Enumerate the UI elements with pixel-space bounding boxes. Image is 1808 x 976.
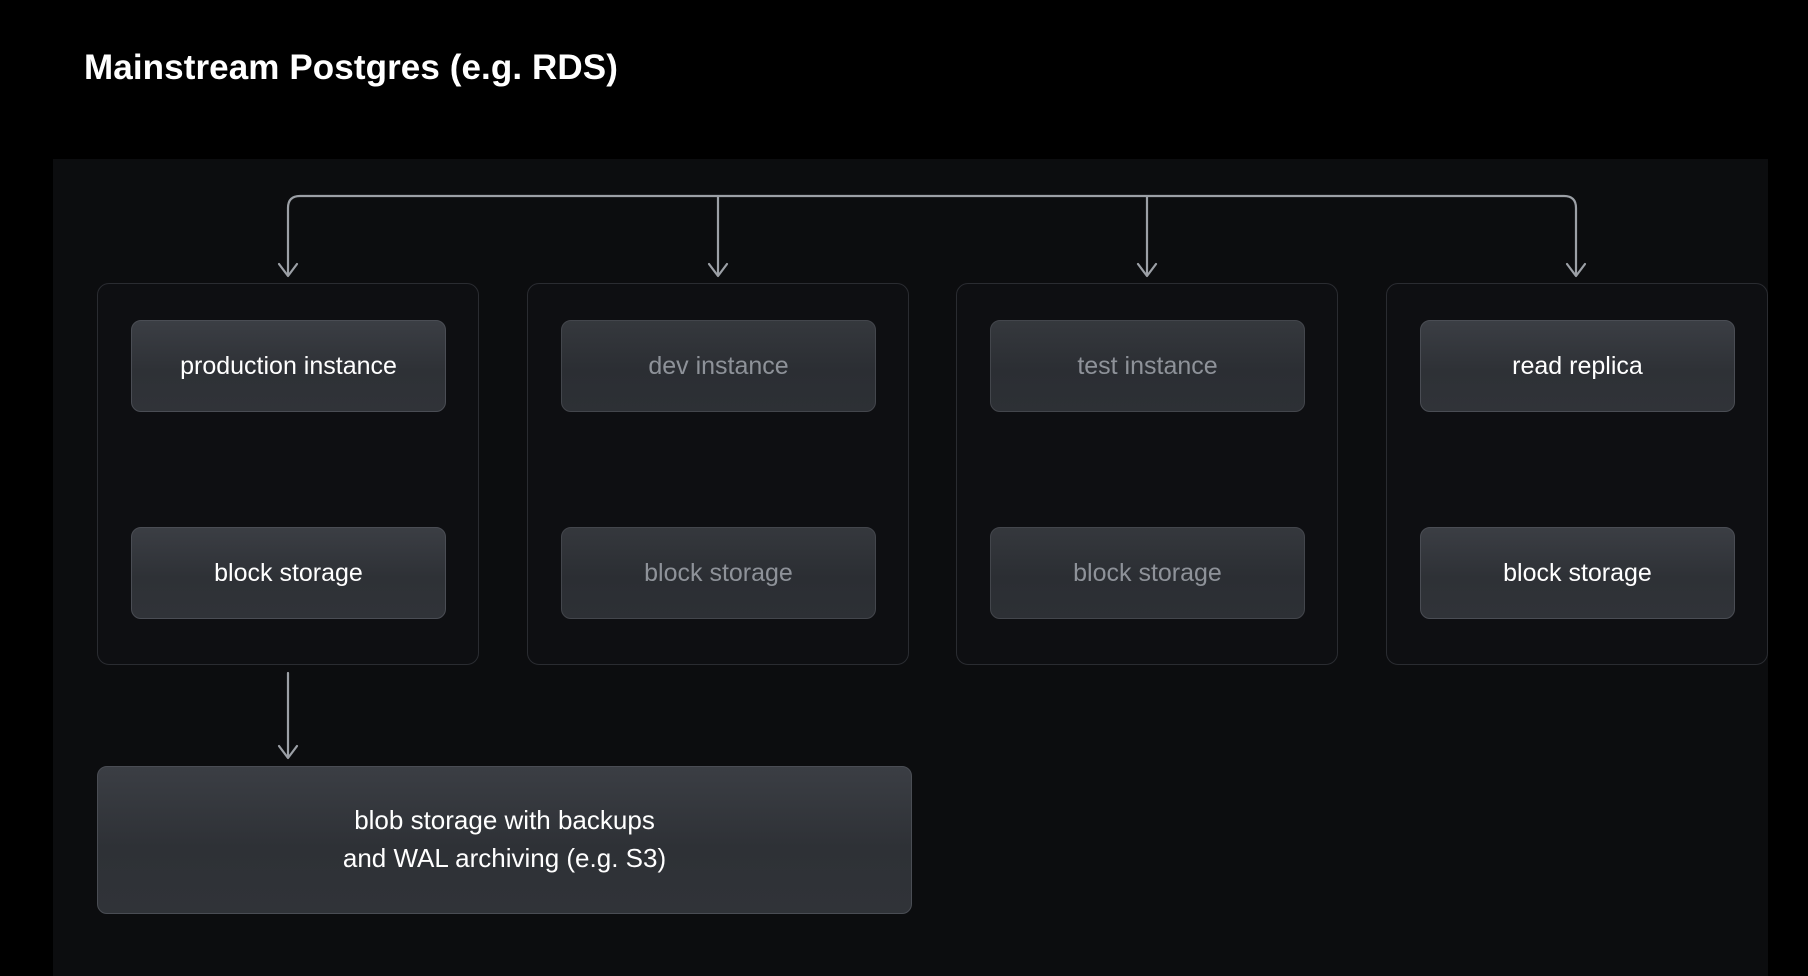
node-read-replica: read replica [1420,320,1735,412]
node-blob-storage: blob storage with backups and WAL archiv… [97,766,912,914]
node-dev-instance: dev instance [561,320,876,412]
node-dev-block-storage: block storage [561,527,876,619]
blob-storage-line-2: and WAL archiving (e.g. S3) [342,843,667,873]
node-production-block-storage: block storage [131,527,446,619]
node-test-block-storage: block storage [990,527,1305,619]
blob-storage-line-1: blob storage with backups [354,805,655,836]
node-test-instance: test instance [990,320,1305,412]
page-title: Mainstream Postgres (e.g. RDS) [84,48,618,87]
node-production-instance: production instance [131,320,446,412]
node-read-replica-block-storage: block storage [1420,527,1735,619]
